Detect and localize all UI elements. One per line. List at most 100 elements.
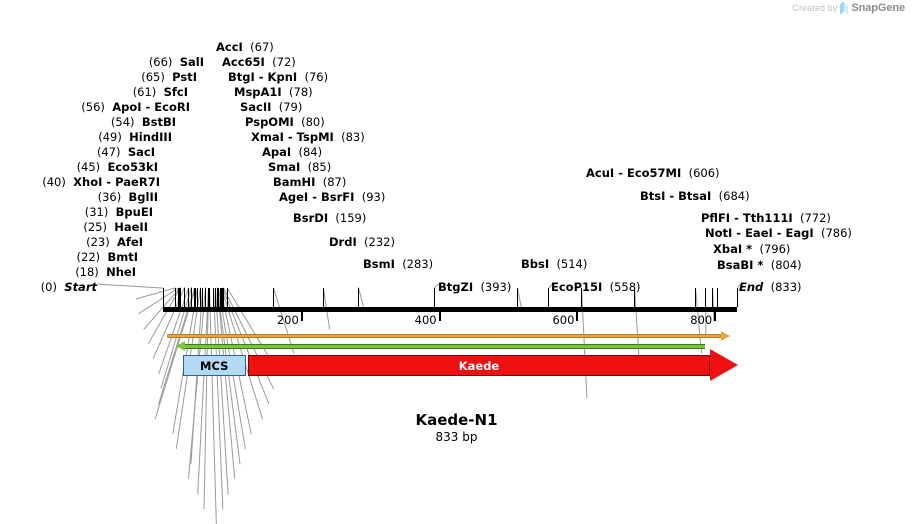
site-tick bbox=[163, 288, 164, 307]
enzyme-label[interactable]: BsrDI (159) bbox=[293, 212, 366, 224]
enzyme-label[interactable]: (23) AfeI bbox=[86, 236, 143, 248]
enzyme-label[interactable]: (49) HindIII bbox=[98, 131, 172, 143]
enzyme-label[interactable]: AgeI - BsrFI (93) bbox=[279, 191, 385, 203]
enzyme-label[interactable]: BtsI - BtsaI (684) bbox=[640, 190, 750, 202]
enzyme-label[interactable]: (36) BglII bbox=[98, 191, 158, 203]
site-tick bbox=[223, 288, 224, 307]
enzyme-position: (31) bbox=[84, 205, 109, 219]
enzyme-label[interactable]: BamHI (87) bbox=[273, 176, 346, 188]
site-tick bbox=[180, 288, 181, 307]
site-tick bbox=[695, 288, 696, 307]
enzyme-name: BtgI - KpnI bbox=[228, 70, 298, 84]
enzyme-name: Eco53kI bbox=[107, 160, 158, 174]
ruler-tick bbox=[301, 312, 303, 321]
enzyme-label[interactable]: (25) HaeII bbox=[83, 221, 148, 233]
enzyme-label[interactable]: (66) SalI bbox=[149, 56, 204, 68]
site-tick bbox=[434, 288, 435, 307]
enzyme-label[interactable]: (65) PstI bbox=[141, 71, 197, 83]
site-tick bbox=[191, 288, 192, 307]
enzyme-label[interactable]: BbsI (514) bbox=[521, 258, 587, 270]
enzyme-name: AgeI - BsrFI bbox=[279, 190, 355, 204]
leader-line bbox=[209, 287, 217, 524]
enzyme-name: MspA1I bbox=[234, 85, 282, 99]
enzyme-label[interactable]: End (833) bbox=[739, 281, 802, 293]
enzyme-name: ApoI - EcoRI bbox=[112, 100, 190, 114]
site-tick bbox=[194, 288, 195, 307]
enzyme-label[interactable]: (47) SacI bbox=[97, 146, 155, 158]
enzyme-label[interactable]: NotI - EaeI - EagI (786) bbox=[705, 227, 852, 239]
enzyme-label[interactable]: (61) SfcI bbox=[133, 86, 188, 98]
enzyme-position: (87) bbox=[322, 175, 347, 189]
site-tick bbox=[358, 288, 359, 307]
ruler-tick bbox=[714, 312, 716, 321]
enzyme-position: (78) bbox=[289, 85, 313, 99]
site-tick bbox=[717, 288, 718, 307]
enzyme-position: (833) bbox=[770, 280, 802, 294]
enzyme-position: (36) bbox=[97, 190, 122, 204]
site-tick bbox=[705, 288, 706, 307]
enzyme-label[interactable]: (18) NheI bbox=[75, 266, 136, 278]
sequence-backbone bbox=[163, 307, 737, 312]
enzyme-position: (23) bbox=[86, 235, 110, 249]
mcs-feature-box[interactable]: MCS bbox=[182, 355, 246, 376]
plasmid-map-canvas: Created by SnapGene (0) Start(18) NheI(2… bbox=[41, 2, 905, 524]
enzyme-position: (159) bbox=[335, 211, 367, 225]
enzyme-label[interactable]: XbaI * (796) bbox=[713, 243, 790, 255]
site-tick bbox=[737, 288, 738, 307]
enzyme-name: HaeII bbox=[114, 220, 148, 234]
enzyme-name: DrdI bbox=[329, 235, 357, 249]
enzyme-label[interactable]: (56) ApoI - EcoRI bbox=[81, 101, 190, 113]
enzyme-label[interactable]: BsaBI * (804) bbox=[717, 259, 802, 271]
enzyme-label[interactable]: (22) BmtI bbox=[77, 251, 138, 263]
enzyme-label[interactable]: AcuI - Eco57MI (606) bbox=[586, 167, 720, 179]
cds-arrow-body bbox=[247, 355, 710, 376]
enzyme-label[interactable]: (31) BpuEI bbox=[85, 206, 153, 218]
enzyme-name: Start bbox=[64, 280, 97, 294]
enzyme-position: (93) bbox=[361, 190, 386, 204]
enzyme-label[interactable]: PflFI - Tth111I (772) bbox=[701, 212, 831, 224]
site-tick bbox=[227, 288, 228, 307]
enzyme-position: (804) bbox=[770, 258, 802, 272]
enzyme-label[interactable]: AccI (67) bbox=[216, 41, 274, 53]
enzyme-position: (83) bbox=[341, 130, 365, 144]
enzyme-position: (40) bbox=[42, 175, 66, 189]
snapgene-logo-icon bbox=[840, 2, 849, 14]
enzyme-label[interactable]: SacII (79) bbox=[240, 101, 302, 113]
enzyme-name: SmaI bbox=[268, 160, 301, 174]
ruler-tick-label: 600 bbox=[552, 313, 575, 327]
enzyme-label[interactable]: BsmI (283) bbox=[363, 258, 433, 270]
site-tick bbox=[712, 288, 713, 307]
site-tick bbox=[222, 288, 223, 307]
site-tick bbox=[197, 288, 198, 307]
enzyme-label[interactable]: XmaI - TspMI (83) bbox=[251, 131, 365, 143]
enzyme-position: (49) bbox=[98, 130, 122, 144]
enzyme-label[interactable]: MspA1I (78) bbox=[234, 86, 313, 98]
enzyme-label[interactable]: DrdI (232) bbox=[329, 236, 395, 248]
page-subtitle: 833 bp bbox=[435, 430, 478, 444]
enzyme-label[interactable]: EcoP15I (558) bbox=[551, 281, 641, 293]
enzyme-position: (80) bbox=[301, 115, 325, 129]
enzyme-label[interactable]: ApaI (84) bbox=[262, 146, 322, 158]
enzyme-label[interactable]: (40) XhoI - PaeR7I bbox=[42, 176, 160, 188]
promoter-feature-bar[interactable] bbox=[167, 334, 721, 338]
enzyme-label[interactable]: PspOMI (80) bbox=[245, 116, 325, 128]
enzyme-label[interactable]: Acc65I (72) bbox=[222, 56, 296, 68]
enzyme-label[interactable]: SmaI (85) bbox=[268, 161, 331, 173]
site-tick bbox=[517, 288, 518, 307]
transcript-feature-bar[interactable] bbox=[184, 344, 706, 349]
site-tick bbox=[178, 288, 179, 307]
enzyme-label[interactable]: (54) BstBI bbox=[111, 116, 176, 128]
enzyme-label[interactable]: (45) Eco53kI bbox=[77, 161, 158, 173]
leader-line bbox=[203, 287, 210, 509]
enzyme-position: (54) bbox=[110, 115, 135, 129]
enzyme-position: (79) bbox=[278, 100, 303, 114]
enzyme-label[interactable]: (0) Start bbox=[41, 281, 97, 293]
site-tick bbox=[175, 288, 176, 307]
ruler-tick bbox=[439, 312, 441, 321]
watermark-brand: SnapGene bbox=[851, 2, 905, 14]
cds-label: Kaede bbox=[458, 358, 500, 373]
enzyme-name: BamHI bbox=[273, 175, 316, 189]
enzyme-label[interactable]: BtgI - KpnI (76) bbox=[228, 71, 328, 83]
enzyme-label[interactable]: BtgZI (393) bbox=[438, 281, 511, 293]
site-tick bbox=[209, 288, 210, 307]
